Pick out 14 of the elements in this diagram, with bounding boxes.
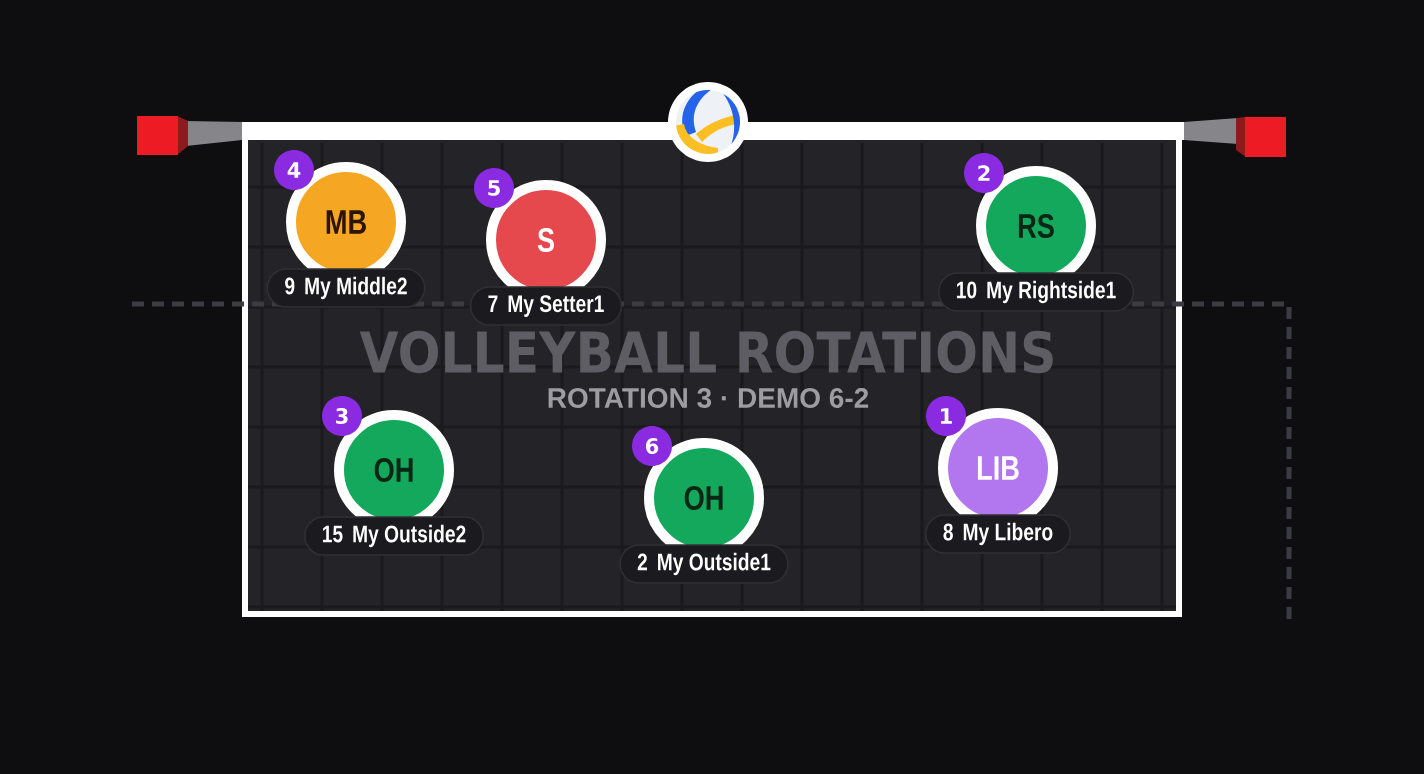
name-pill: 2 My Outside1 — [619, 544, 789, 584]
number-badge: 4 — [274, 150, 314, 190]
name-pill: 10 My Rightside1 — [938, 272, 1134, 312]
number-badge: 3 — [322, 396, 362, 436]
name-pill: 7 My Setter1 — [469, 286, 623, 326]
subtitle: ROTATION 3 · DEMO 6-2 — [548, 388, 869, 408]
name-pill: 9 My Middle2 — [266, 268, 426, 308]
number-badge: 6 — [632, 426, 672, 466]
number-badge: 2 — [964, 153, 1004, 193]
name-pill: 8 My Libero — [925, 514, 1071, 554]
number-badge: 5 — [474, 168, 514, 208]
number-badge: 1 — [926, 396, 966, 436]
title: VOLLEYBALL ROTATIONS — [359, 330, 1053, 374]
name-pill: 15 My Outside2 — [304, 516, 484, 556]
